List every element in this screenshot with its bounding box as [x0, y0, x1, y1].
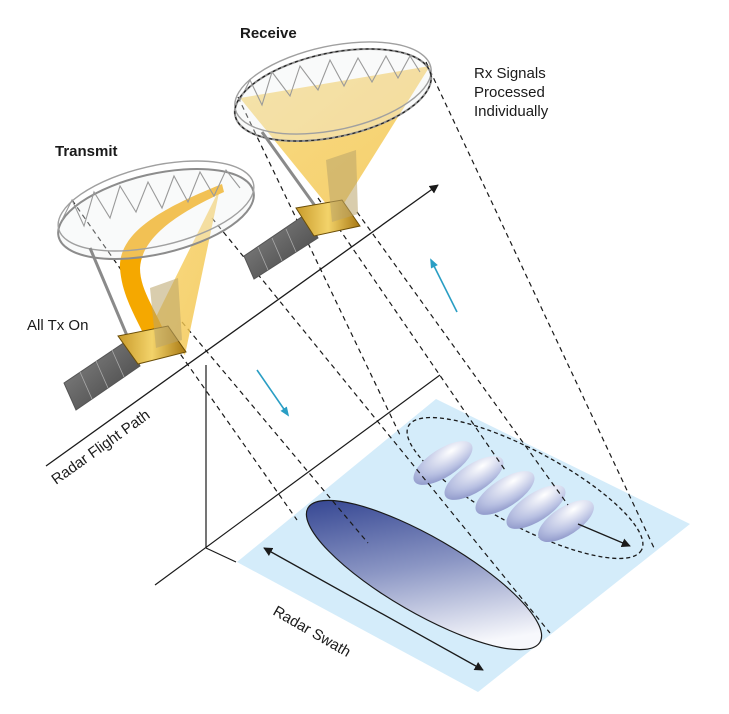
rx-signals-label-line-2: Processed [474, 84, 545, 101]
transmit-label: Transmit [55, 143, 118, 160]
scan-direction-arrow [577, 523, 631, 547]
receive-beam-cone [240, 66, 430, 216]
swath-width-arrow [263, 547, 484, 671]
solar-panel-icon [243, 213, 319, 280]
reflector-antenna-icon [57, 160, 255, 261]
sub-beam [538, 499, 594, 543]
transmit-beam-ribbon [119, 184, 224, 348]
projection-lines [71, 61, 656, 634]
sub-beam [506, 485, 566, 529]
sub-beam [444, 456, 504, 500]
all-tx-on-label: All Tx On [27, 317, 88, 334]
sub-beam [413, 441, 473, 485]
satellite-bus-icon [295, 150, 361, 237]
receive-label: Receive [240, 25, 297, 42]
motion-arrow-down [256, 369, 290, 417]
flight-path-label: Radar Flight Path [48, 406, 153, 488]
transmit-satellite-icon [57, 160, 255, 411]
ground-axis-diagonal [154, 374, 441, 586]
rx-signals-label-line-3: Individually [474, 103, 549, 120]
receive-satellite-icon [233, 41, 433, 280]
ground-axis-short [205, 547, 237, 563]
solar-panel-icon [63, 339, 141, 411]
receive-sub-beams [413, 441, 594, 543]
motion-arrow-up [430, 258, 458, 313]
flight-path-arrow [45, 184, 439, 467]
rx-signals-label-line-1: Rx Signals [474, 65, 546, 82]
sub-beam [475, 471, 535, 515]
reflector-antenna-icon [233, 41, 433, 143]
satellite-bus-icon [117, 278, 187, 365]
